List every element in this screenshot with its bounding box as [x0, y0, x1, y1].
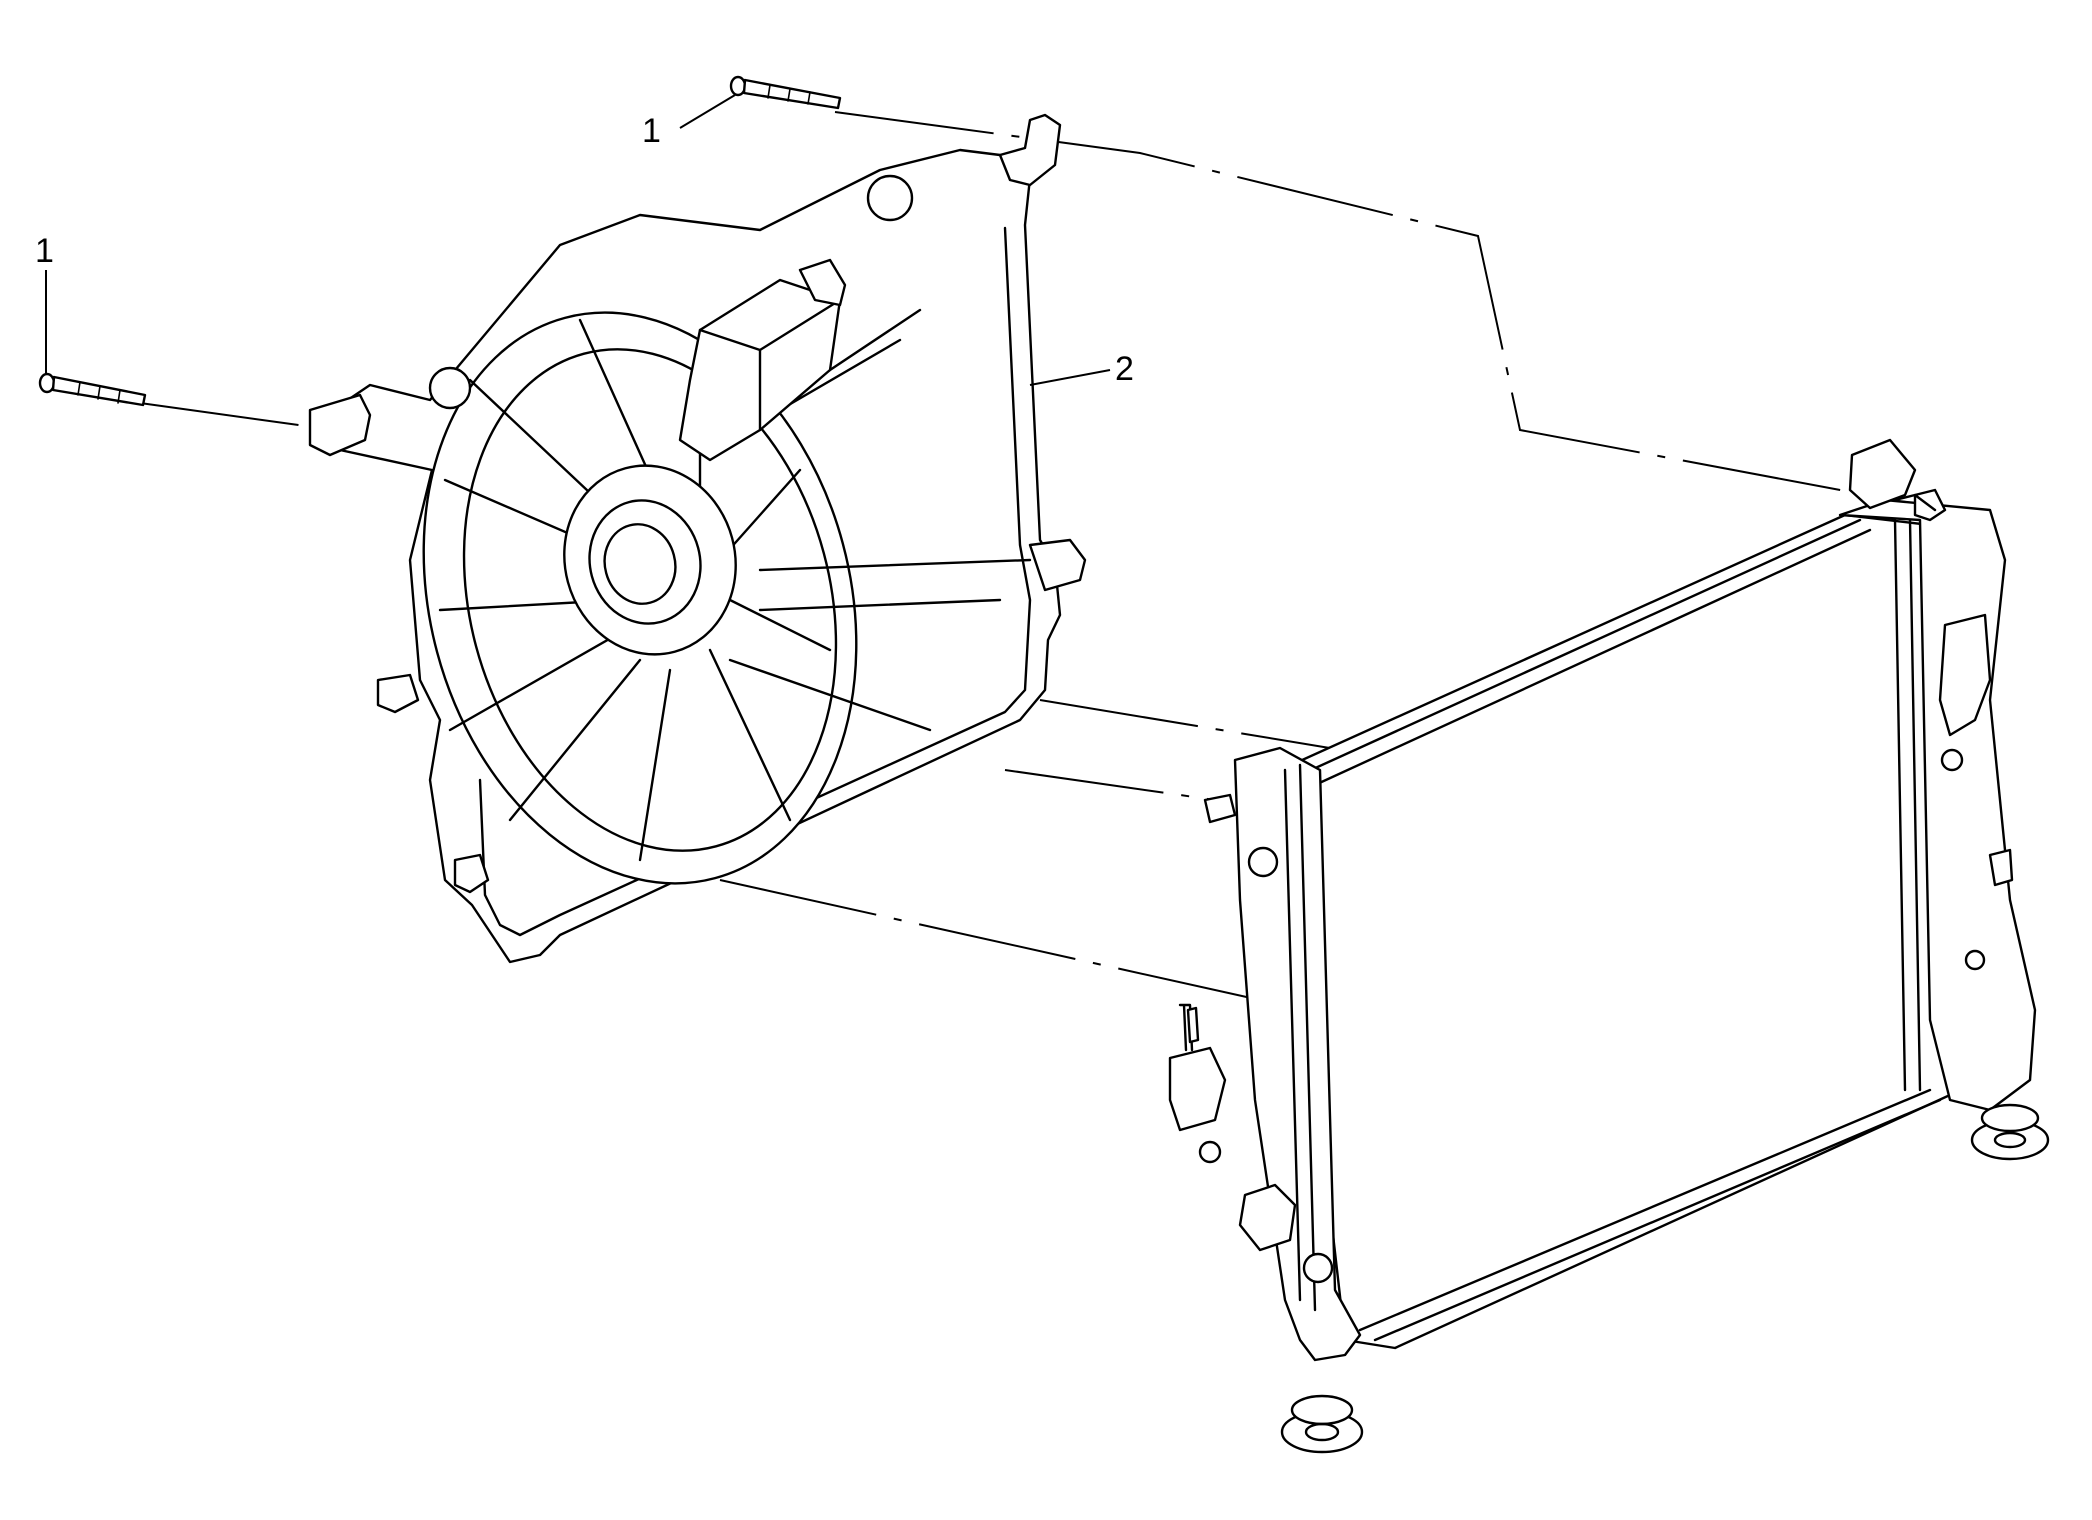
- right-mount-tab: [1028, 538, 1087, 592]
- callout-label: 1: [35, 232, 54, 270]
- callout-fan-shroud: 2: [1029, 350, 1134, 388]
- radiator-inlet-neck: [1848, 438, 1917, 510]
- radiator: [1168, 438, 2050, 1454]
- bolt-left: [38, 372, 147, 407]
- leader-line-bolt-top: [679, 94, 736, 129]
- bolt-top: [729, 75, 842, 110]
- alignment-line-pin-upper: [1004, 769, 1216, 801]
- alignment-line-left: [139, 402, 321, 429]
- left-mount-tab: [308, 393, 372, 457]
- lower-isolator-left: [1280, 1394, 1364, 1454]
- fan-shroud-assembly: [308, 113, 1087, 964]
- leader-line-fan-shroud: [1029, 369, 1111, 386]
- alignment-line-lower: [719, 879, 1261, 1001]
- callout-bolt-left: 1: [35, 232, 54, 375]
- upper-mount-tab: [998, 113, 1062, 187]
- radiator-drain-fitting: [1168, 1046, 1227, 1132]
- radiator-left-tank: [1233, 746, 1362, 1362]
- radiator-outlet-neck: [1238, 1183, 1297, 1252]
- callout-label: 2: [1115, 350, 1134, 388]
- boss-left: [428, 366, 472, 410]
- callout-label: 1: [642, 112, 661, 150]
- boss-top: [866, 174, 914, 222]
- left-locating-pin: [1203, 793, 1237, 824]
- lower-isolator-right: [1970, 1103, 2050, 1161]
- callout-bolt-top: 1: [642, 94, 736, 150]
